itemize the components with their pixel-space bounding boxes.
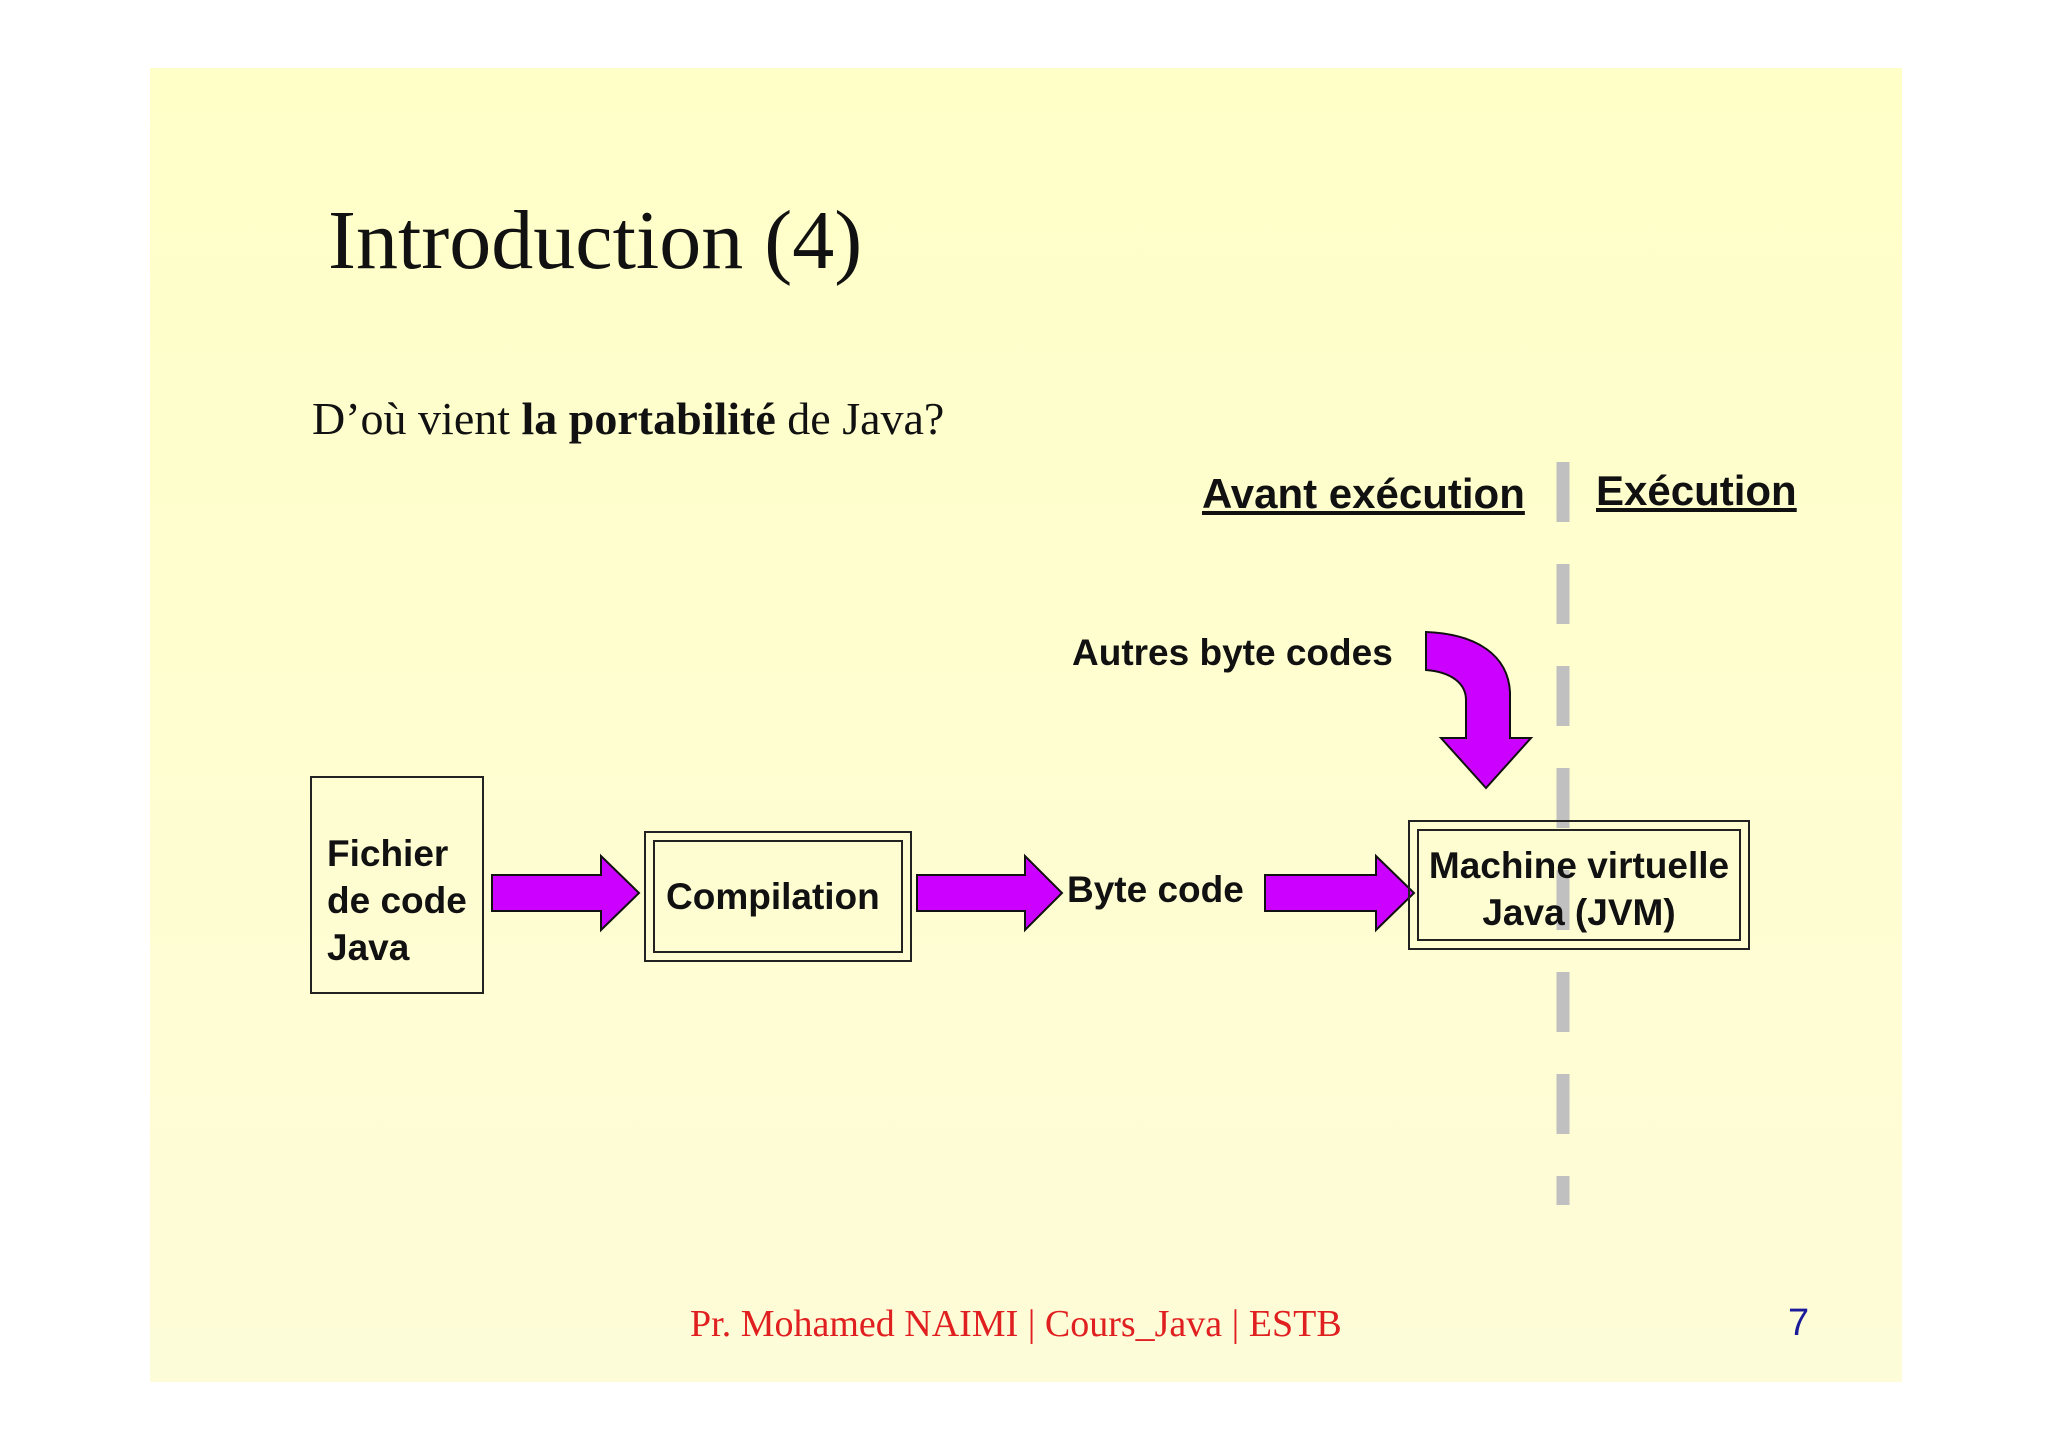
question-bold: la portabilité [521, 393, 776, 444]
question-prefix: D’où vient [312, 393, 522, 444]
source-file-box: Fichier de code Java [310, 776, 484, 994]
compilation-label: Compilation [666, 876, 880, 917]
compilation-box: Compilation [644, 831, 912, 962]
jvm-line-1: Machine virtuelle [1428, 845, 1730, 886]
source-file-text: Fichier de code Java [327, 830, 467, 971]
header-execution: Exécution [1596, 467, 1797, 514]
arrow-to-jvm [1264, 853, 1416, 933]
slide-title: Introduction (4) [328, 194, 863, 287]
compilation-inner-border [653, 840, 903, 953]
arrow-other-bytecodes [1425, 630, 1534, 790]
other-bytecodes-label: Autres byte codes [1072, 632, 1393, 673]
question-text: D’où vient la portabilité de Java? [312, 392, 944, 445]
header-before-execution: Avant exécution [1202, 470, 1525, 517]
source-line-3: Java [327, 927, 410, 968]
jvm-inner-border [1417, 829, 1741, 941]
footer-credit: Pr. Mohamed NAIMI | Cours_Java | ESTB [690, 1303, 1342, 1345]
question-suffix: de Java? [775, 393, 945, 444]
jvm-line-2: Java (JVM) [1482, 892, 1676, 933]
page-number: 7 [1788, 1302, 1810, 1344]
arrow-to-bytecode [916, 853, 1064, 933]
bytecode-label: Byte code [1067, 869, 1244, 910]
jvm-box: Machine virtuelle Java (JVM) [1408, 820, 1750, 950]
arrow-to-compilation [491, 853, 641, 933]
source-line-2: de code [327, 880, 467, 921]
source-line-1: Fichier [327, 833, 449, 874]
slide-background [150, 68, 1902, 1382]
jvm-text: Machine virtuelle Java (JVM) [1410, 842, 1748, 936]
